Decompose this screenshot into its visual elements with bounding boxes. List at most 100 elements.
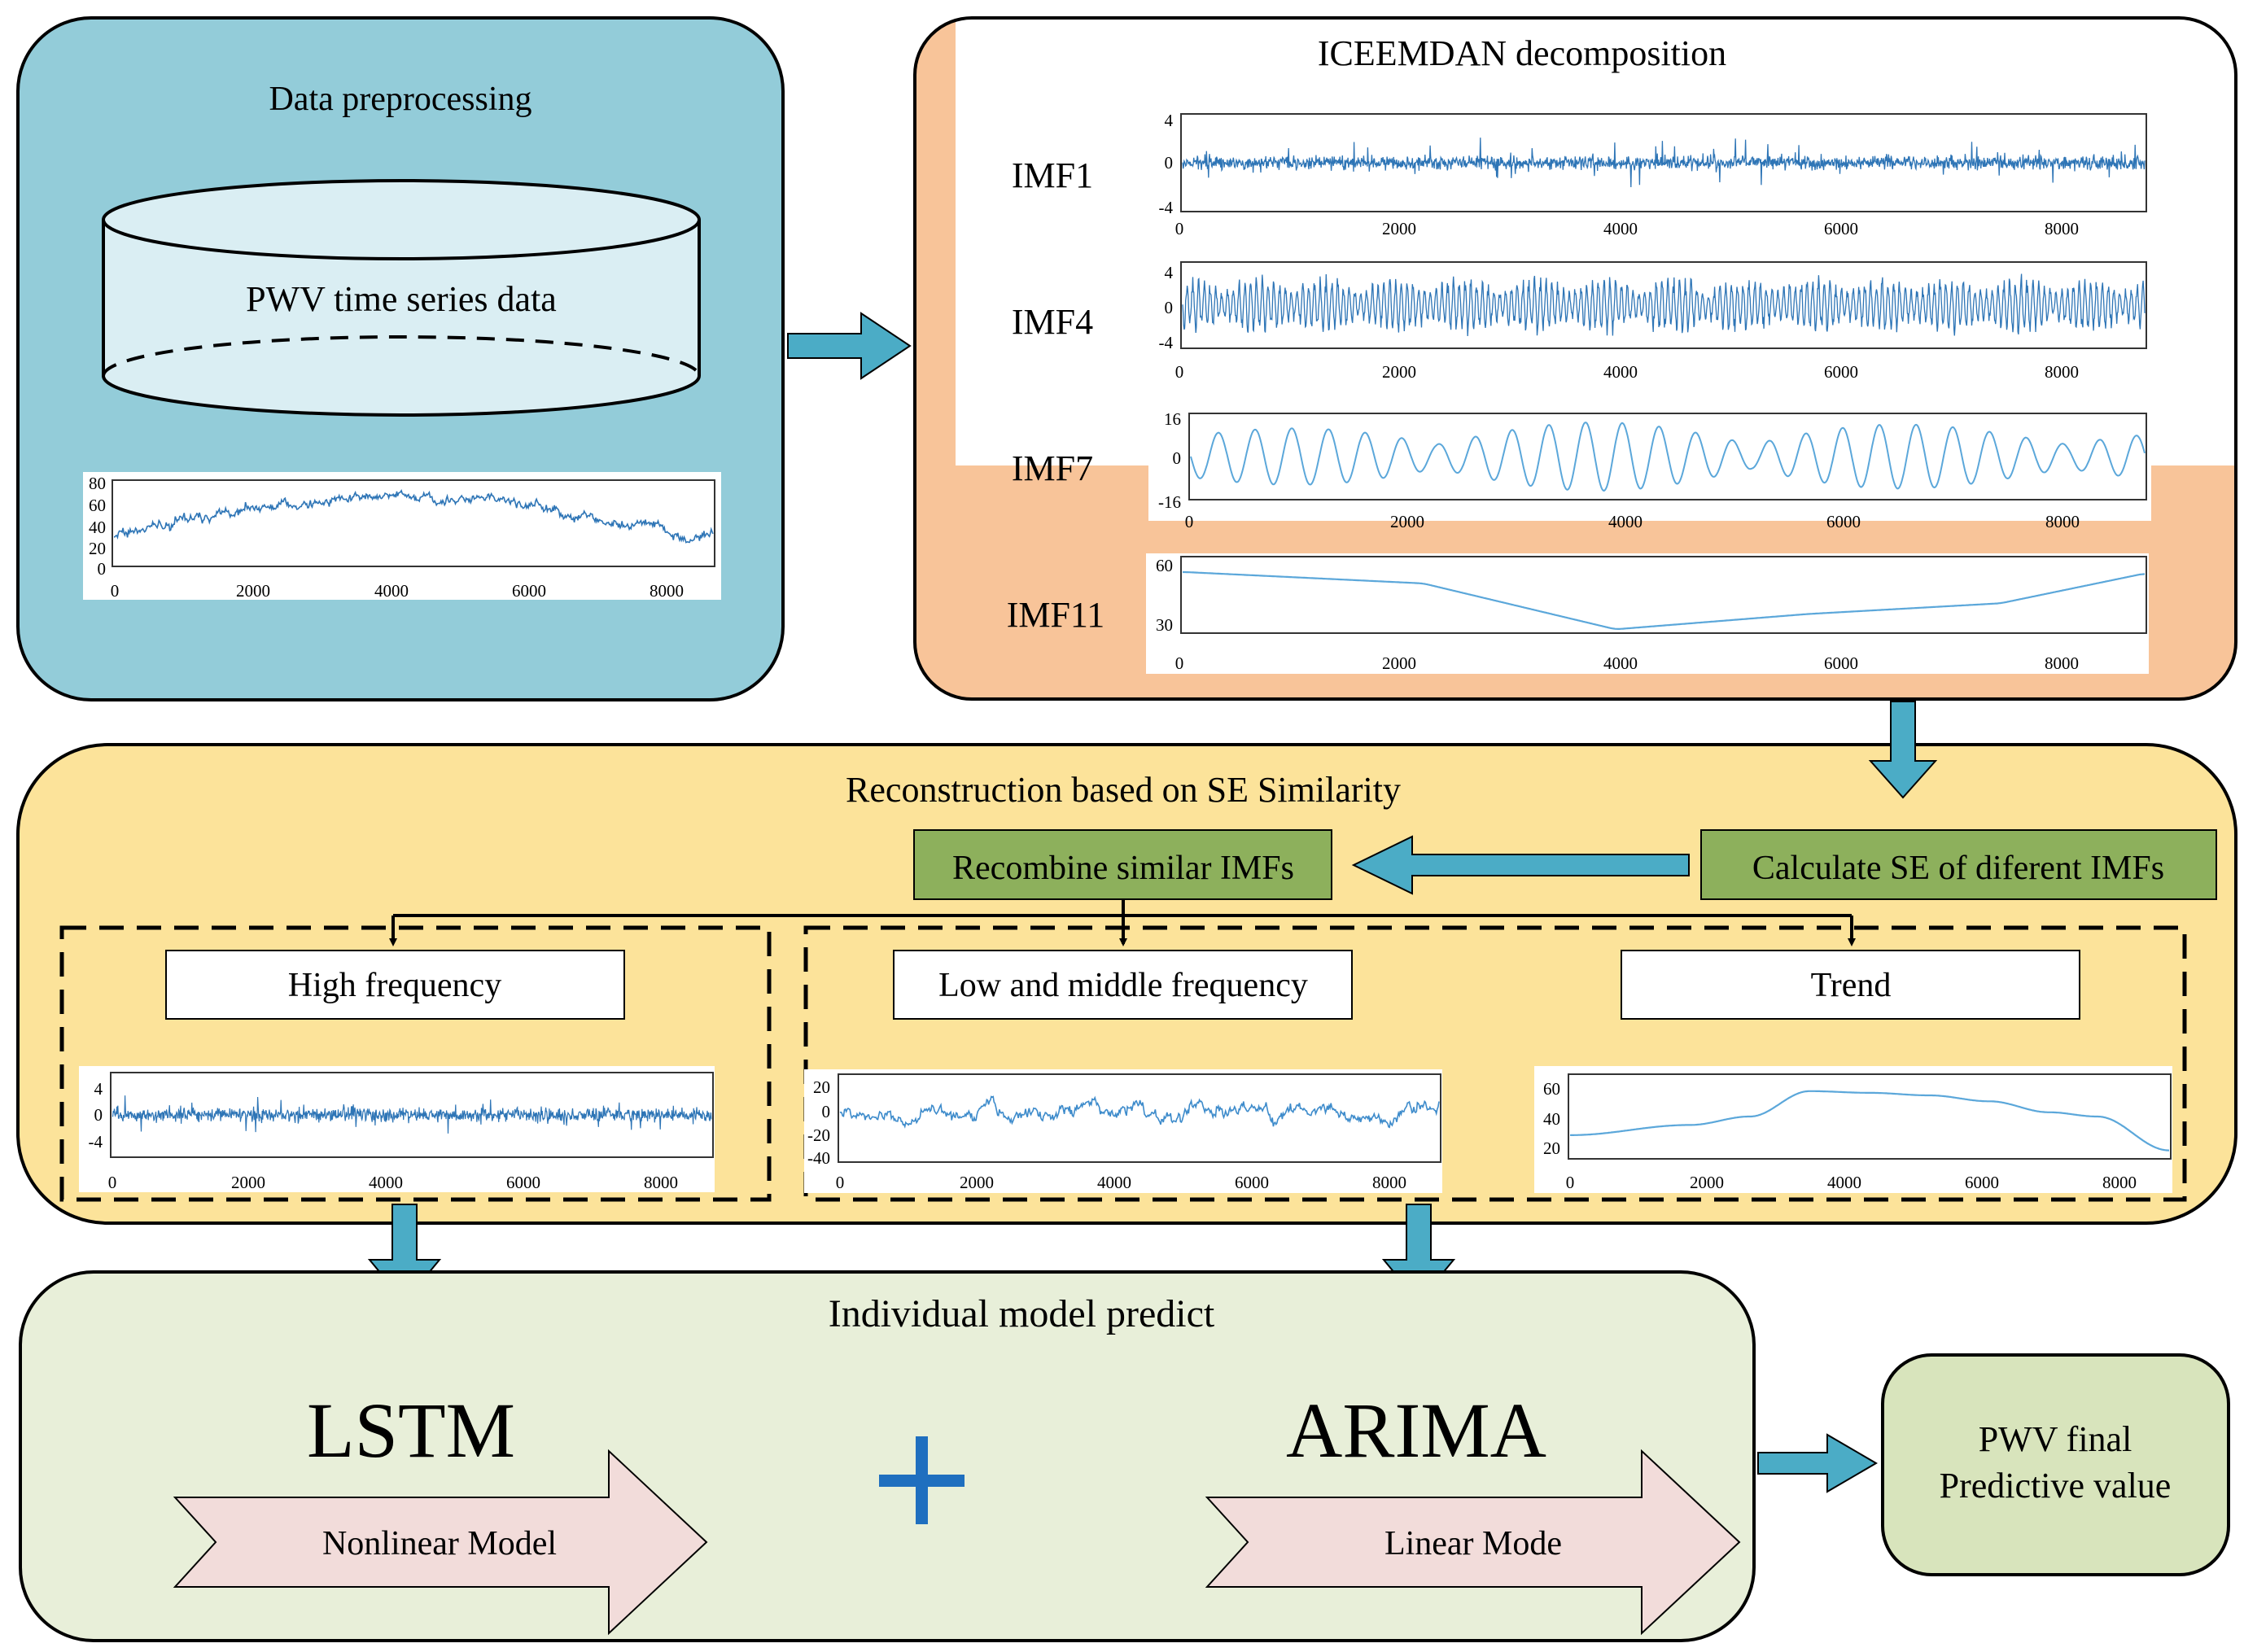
x-tick: 8000 [2102,1173,2137,1192]
y-tick: 20 [1543,1138,1560,1158]
x-tick: 6000 [1824,653,1858,673]
x-tick: 8000 [650,581,684,601]
x-tick: 8000 [2045,653,2079,673]
flow-arrow-left [1351,835,1690,895]
x-tick: 4000 [1603,653,1638,673]
cylinder-label: PWV time series data [246,279,557,319]
y-tick: 0 [94,1105,103,1125]
arima-title: ARIMA [1286,1387,1546,1474]
calculate-se-label: Calculate SE of diferent IMFs [1752,850,2164,887]
lstm-title: LSTM [307,1387,515,1474]
x-tick: 6000 [506,1173,540,1192]
x-tick: 0 [1175,219,1184,238]
imf-label: IMF7 [1012,448,1093,488]
x-tick: 8000 [2045,219,2079,238]
linear-model-arrow [1205,1449,1741,1636]
imf4-plot: 4 0 -4 0 2000 4000 6000 8000 [1159,261,2147,382]
trend-box [1621,950,2080,1020]
x-tick: 0 [108,1173,117,1192]
y-tick: -4 [1159,333,1174,352]
x-tick: 4000 [369,1173,403,1192]
x-tick: 6000 [512,581,546,601]
data-preprocessing-panel: Data preprocessing PWV time series data … [16,16,785,701]
x-tick: 2000 [236,581,270,601]
y-tick: 80 [89,474,106,493]
x-tick: 2000 [1390,512,1424,531]
x-tick: 0 [1175,362,1184,382]
low-middle-frequency-box [893,950,1353,1020]
x-tick: 4000 [374,581,409,601]
y-tick: 0 [98,559,107,579]
x-tick: 8000 [2045,512,2080,531]
x-tick: 4000 [1603,219,1638,238]
prediction-title: Individual model predict [829,1292,1215,1335]
y-tick: 4 [94,1079,103,1099]
pwv-series-plot: 80 60 40 20 0 0 2000 4000 6000 8000 [83,472,721,601]
x-tick: 6000 [1965,1173,1999,1192]
high-frequency-box [165,950,625,1020]
x-tick: 6000 [1824,219,1858,238]
x-tick: 6000 [1824,362,1858,382]
trend-label: Trend [1811,967,1892,1004]
y-tick: 0 [1165,153,1174,173]
linear-model-label: Linear Mode [1384,1525,1562,1562]
x-tick: 4000 [1603,362,1638,382]
high-frequency-label: High frequency [288,967,501,1004]
reconstruction-panel: Reconstruction based on SE Similarity Ca… [16,743,2237,1225]
y-tick: 60 [1543,1079,1560,1099]
final-line-2: Predictive value [1940,1466,2172,1506]
flow-arrow-right [787,312,912,380]
x-tick: 8000 [1372,1173,1406,1192]
x-tick: 6000 [1826,512,1861,531]
x-tick: 2000 [1690,1173,1724,1192]
x-tick: 0 [836,1173,845,1192]
x-tick: 2000 [960,1173,994,1192]
y-tick: 0 [1173,448,1182,468]
nonlinear-model-arrow [173,1449,708,1636]
x-tick: 2000 [231,1173,265,1192]
final-value-panel: PWV final Predictive value [1881,1353,2230,1576]
flow-arrow-right [1757,1433,1878,1493]
y-tick: 40 [89,518,106,537]
trend-plot: 60 40 20 0 2000 4000 6000 8000 [1534,1066,2172,1193]
y-tick: -4 [89,1132,103,1152]
y-tick: 4 [1165,111,1174,130]
low-middle-frequency-plot: 20 0 -20 -40 0 2000 4000 6000 8000 [804,1069,1442,1193]
x-tick: 0 [1185,512,1194,531]
imf1-plot: 4 0 -4 0 2000 4000 6000 8000 [1159,111,2147,238]
y-tick: 0 [822,1102,831,1121]
y-tick: -20 [807,1125,830,1145]
imf-label: IMF4 [1012,302,1093,342]
split-connectors [389,899,1856,946]
y-tick: 16 [1164,409,1181,429]
x-tick: 0 [111,581,120,601]
x-tick: 4000 [1608,512,1643,531]
low-middle-frequency-label: Low and middle frequency [938,967,1308,1004]
flow-arrow-down [1868,701,1938,799]
y-tick: 4 [1165,263,1174,282]
x-tick: 8000 [2045,362,2079,382]
y-tick: 0 [1165,298,1174,317]
recombine-imfs-box [913,829,1332,900]
preprocessing-title: Data preprocessing [269,81,531,118]
nonlinear-group-frame [59,925,772,1202]
decomposition-panel: ICEEMDAN decomposition IMF1 4 0 -4 0 200… [913,16,2237,701]
y-tick: -16 [1158,492,1181,512]
x-tick: 2000 [1382,653,1416,673]
imf7-plot: 16 0 -16 0 2000 4000 6000 8000 [1148,405,2151,531]
x-tick: 8000 [644,1173,678,1192]
x-tick: 4000 [1827,1173,1861,1192]
imf11-plot: 60 30 0 2000 4000 6000 8000 [1146,553,2149,674]
y-tick: 40 [1543,1109,1560,1129]
calculate-se-box [1700,829,2217,900]
plus-icon [879,1436,965,1524]
database-cylinder-icon [102,179,701,417]
y-tick: 60 [89,496,106,515]
linear-group-frame [803,925,2187,1202]
high-frequency-plot: 4 0 -4 0 2000 4000 6000 8000 [79,1066,715,1192]
reconstruction-title: Reconstruction based on SE Similarity [846,770,1401,810]
imf-label: IMF11 [1007,595,1105,635]
y-tick: 60 [1156,556,1173,575]
y-tick: -40 [807,1148,830,1168]
x-tick: 2000 [1382,219,1416,238]
